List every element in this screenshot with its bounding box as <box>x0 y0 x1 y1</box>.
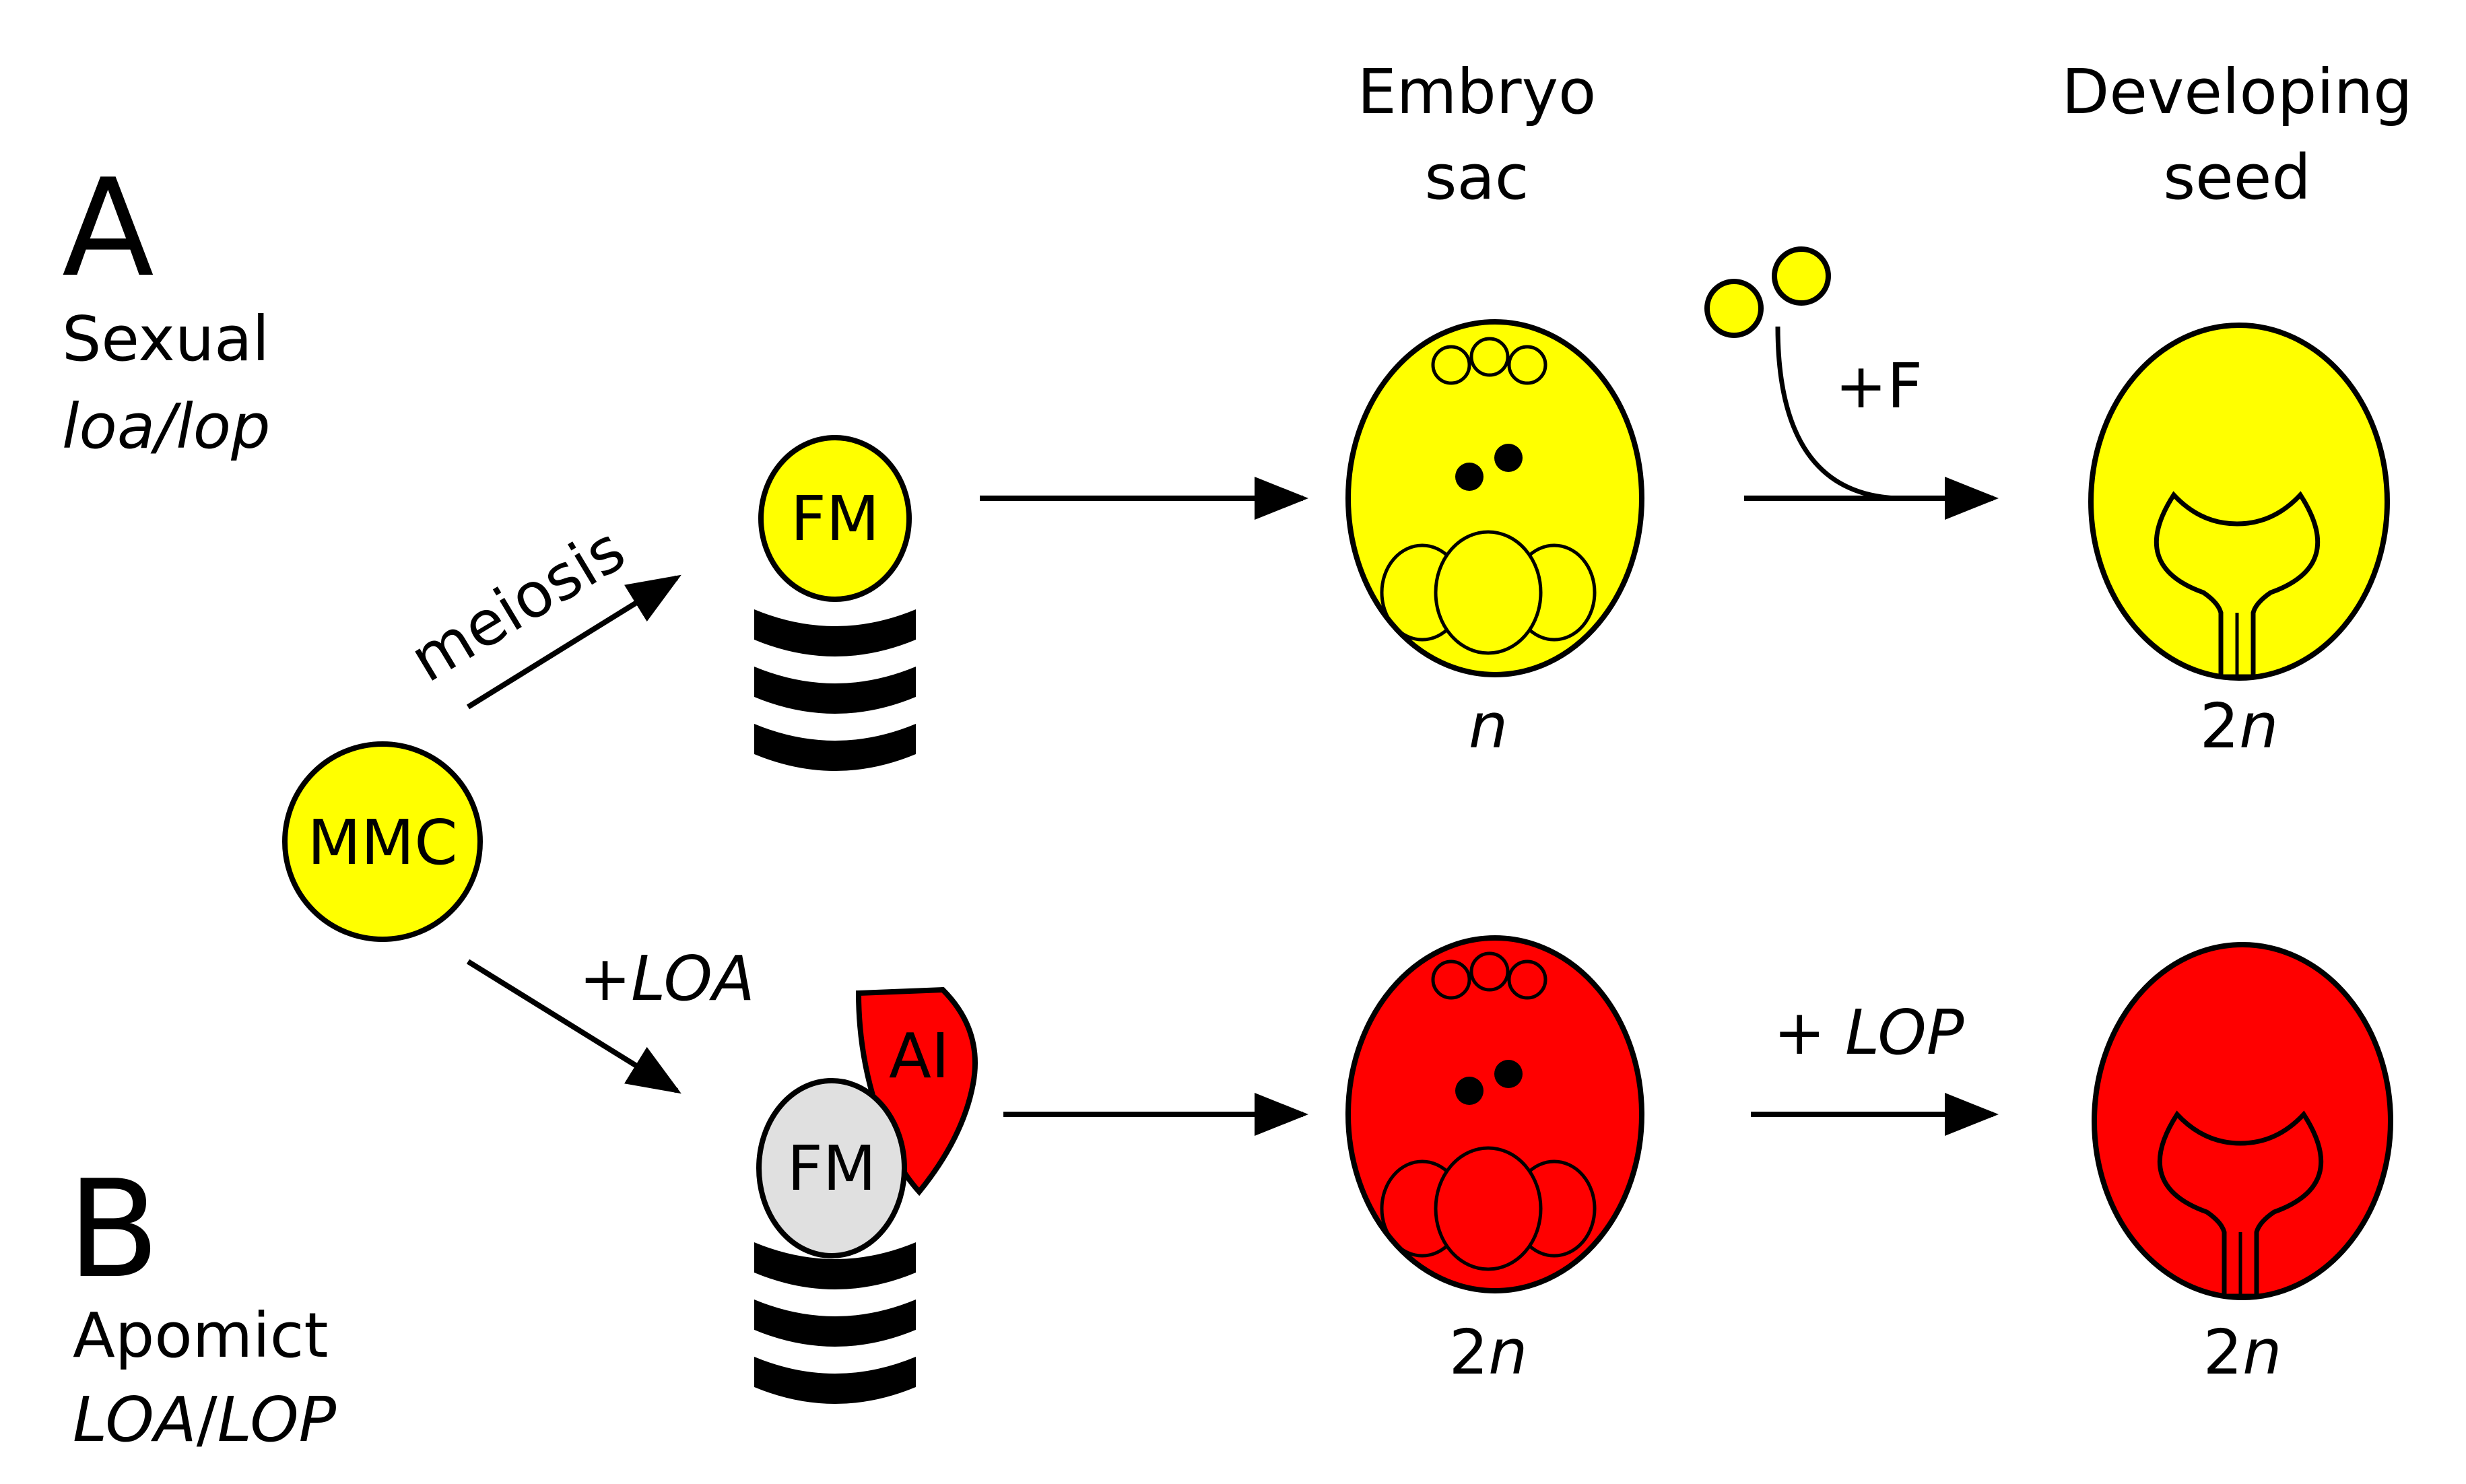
sexual-developing-seed <box>2088 323 2390 681</box>
polar-nucleus <box>1455 463 1484 491</box>
meiosis-label: meiosis <box>398 513 637 696</box>
mmc-cell: MMC <box>282 741 483 942</box>
header-developing-seed-line1: Developing <box>2061 56 2412 128</box>
apomict-fm-cell <box>756 1078 907 1258</box>
apomict-megaspore-group: AI FM <box>754 986 978 1404</box>
sexual-fm-cell <box>758 435 912 602</box>
embryo <box>2154 491 2321 679</box>
pollen-grains <box>1704 246 1831 338</box>
loa-arrow <box>466 959 681 1094</box>
pathway-b-type: Apomict <box>73 1300 328 1372</box>
degenerating-megaspore <box>754 609 916 656</box>
egg-cell <box>1434 530 1543 655</box>
pathway-b-letter: B <box>67 1151 160 1308</box>
loa-label: +LOA <box>579 943 755 1015</box>
pathway-a-genotype: loa/lop <box>62 391 270 463</box>
apomict-embryo-sac <box>1345 935 1644 1293</box>
pollen-grain <box>1704 279 1764 338</box>
apomict-embryo-sac-ploidy: 2n <box>1449 1316 1528 1388</box>
apomict-developing-seed <box>2092 942 2393 1300</box>
apomict-seed-ploidy: 2n <box>2203 1316 2282 1388</box>
sexual-seed-ploidy: 2n <box>2200 690 2279 762</box>
degenerating-megaspore <box>754 667 916 714</box>
pollen-grain <box>1772 246 1831 306</box>
antipodal-cell <box>1469 337 1510 377</box>
lop-label: + LOP <box>1774 997 1964 1069</box>
polar-nucleus <box>1494 444 1523 472</box>
fertilization-label: +F <box>1835 350 1923 422</box>
antipodal-cell <box>1469 951 1510 992</box>
header-embryo-sac-line1: Embryo <box>1358 56 1597 128</box>
degenerating-megaspore <box>754 1300 916 1347</box>
degenerating-megaspore <box>754 1242 916 1289</box>
antipodal-cell <box>1431 959 1471 1000</box>
egg-cell <box>1434 1146 1543 1271</box>
header-developing-seed-line2: seed <box>2163 141 2311 213</box>
antipodal-cell <box>1431 345 1471 385</box>
degenerating-megaspore <box>754 1357 916 1404</box>
polar-nucleus <box>1494 1060 1523 1088</box>
header-embryo-sac-line2: sac <box>1425 141 1529 213</box>
mmc-label: MMC <box>308 807 458 879</box>
apomict-fm-label: FM <box>787 1133 876 1205</box>
sexual-embryo-sac-ploidy: n <box>1469 690 1508 762</box>
sexual-fm-label: FM <box>791 483 879 555</box>
ai-label: AI <box>889 1020 949 1092</box>
pollen-tube <box>1775 326 1900 501</box>
antipodal-cell <box>1507 959 1547 1000</box>
sexual-embryo-sac <box>1345 319 1644 677</box>
embryo <box>2157 1110 2324 1299</box>
pathway-a-type: Sexual <box>62 303 269 375</box>
pathway-b-genotype: LOA/LOP <box>73 1384 337 1456</box>
pathway-a-letter: A <box>62 150 154 307</box>
meiosis-arrow <box>466 574 681 710</box>
antipodal-cell <box>1507 345 1547 385</box>
degenerating-megaspore <box>754 724 916 771</box>
sexual-megaspore-tetrad: FM <box>754 435 916 771</box>
polar-nucleus <box>1455 1077 1484 1105</box>
